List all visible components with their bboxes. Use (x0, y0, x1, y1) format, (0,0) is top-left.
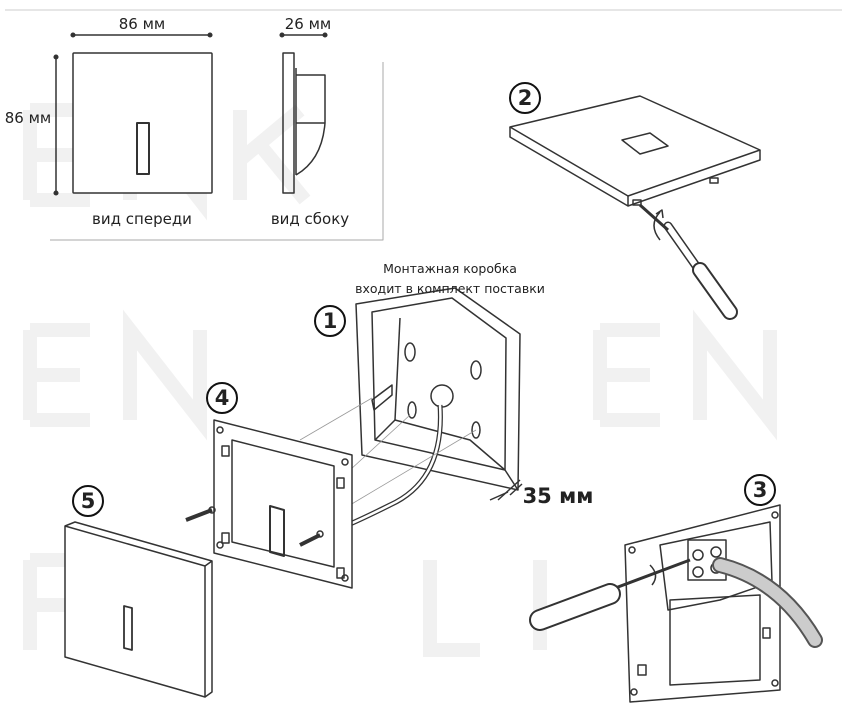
step-3-drawing (529, 504, 823, 703)
step-3-marker: 3 (744, 474, 776, 506)
box-note: Монтажная коробка входит в комплект пост… (355, 259, 545, 299)
side-view-drawing (279, 32, 328, 194)
step-2-drawing (509, 95, 761, 320)
mounting-box-drawing (299, 287, 523, 530)
step-4-marker: 4 (206, 382, 238, 414)
box-note-line2: входит в комплект поставки (355, 281, 545, 296)
front-height-label: 86 мм (4, 109, 52, 127)
box-note-line1: Монтажная коробка (383, 261, 517, 276)
front-view-drawing (53, 32, 213, 196)
mounting-plate-drawing (185, 419, 353, 589)
front-panel-drawing (64, 521, 213, 698)
side-view-label: вид сбоку (270, 210, 350, 228)
step-5-marker: 5 (72, 485, 104, 517)
step-1-marker: 1 (314, 305, 346, 337)
front-width-label: 86 мм (118, 15, 166, 33)
side-depth-label: 26 мм (284, 15, 332, 33)
step-2-marker: 2 (509, 82, 541, 114)
front-view-label: вид спереди (92, 210, 192, 228)
box-depth-label: 35 мм (522, 484, 594, 508)
